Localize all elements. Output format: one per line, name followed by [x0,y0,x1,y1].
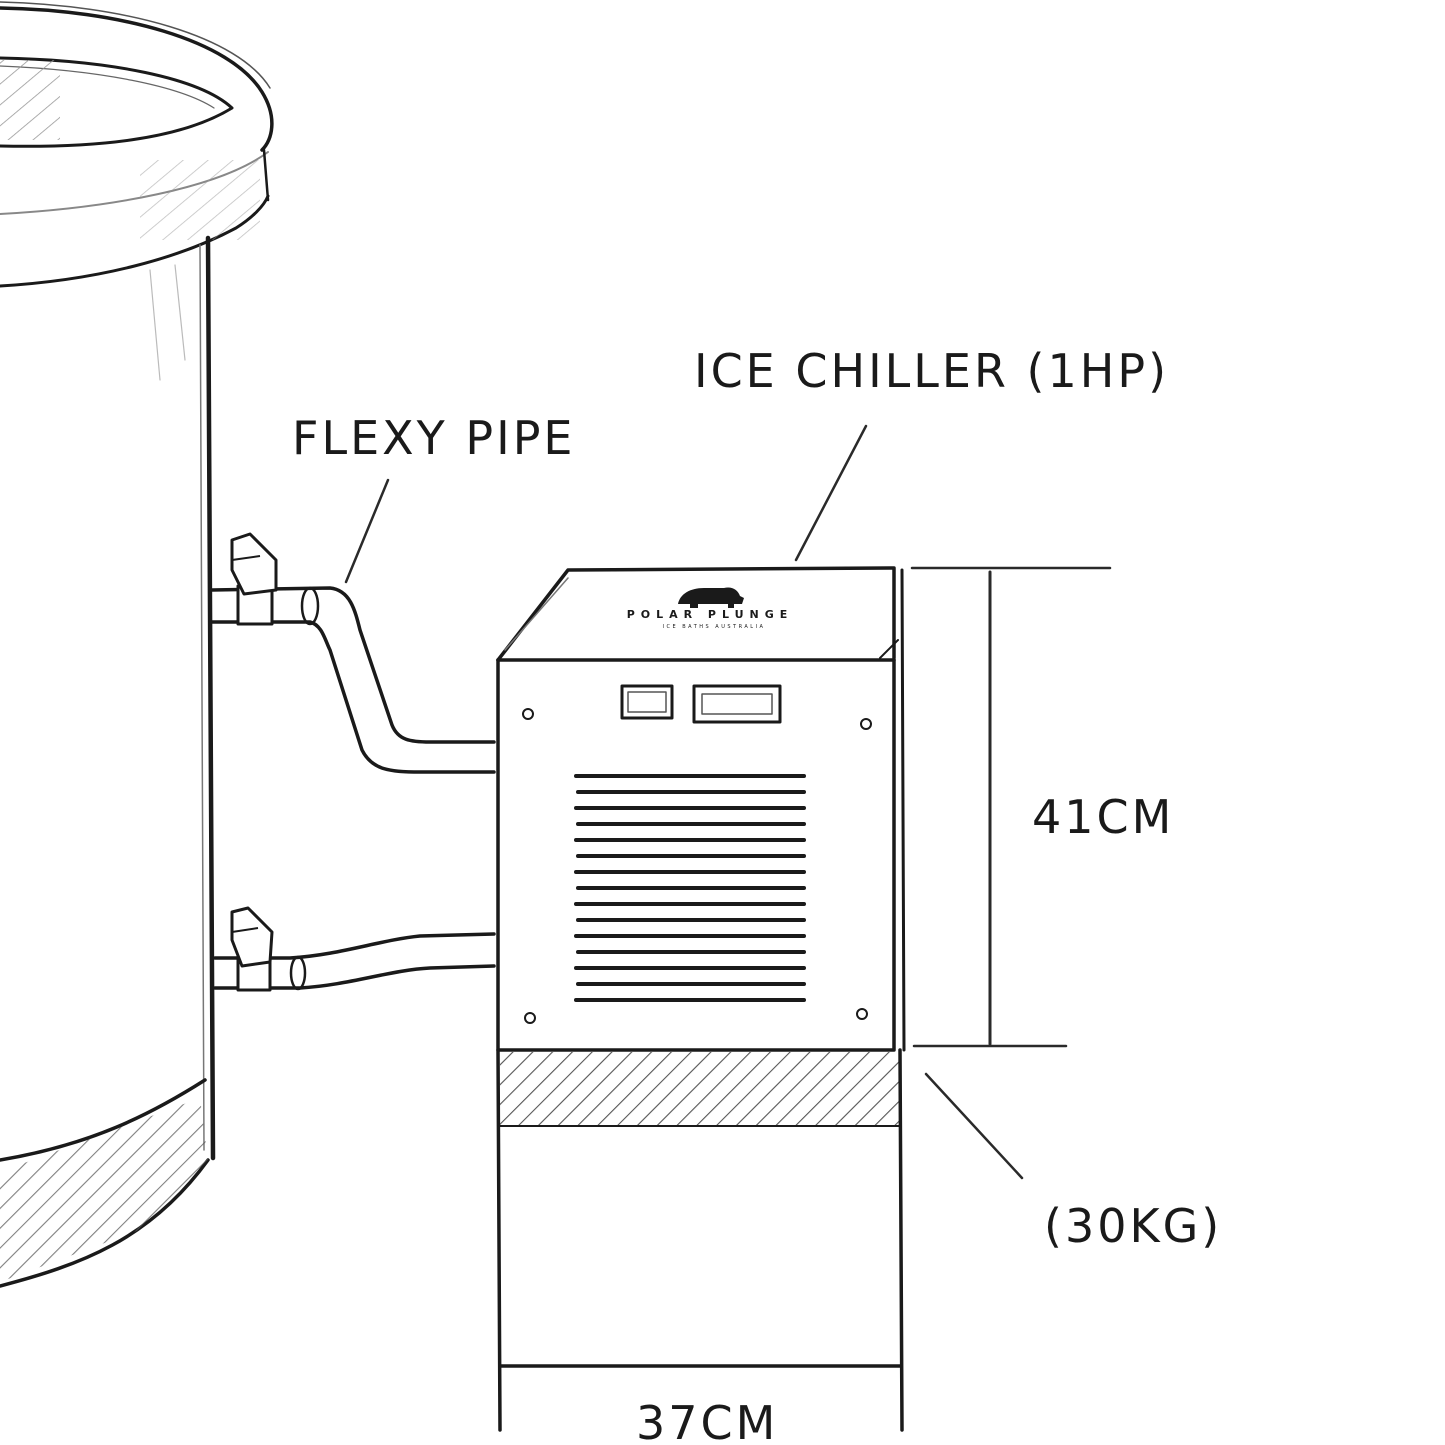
screw-icon [860,718,872,730]
control-display-left [620,684,674,720]
dimension-lines [344,424,1112,1180]
vent-grille [574,774,806,1002]
brand-tagline: ICE BATHS AUSTRALIA [663,624,766,630]
tub-side-wall [205,235,216,1161]
weight-leader-line [924,1072,1024,1180]
pipe-leader-line [344,478,390,584]
screw-icon [856,1008,868,1020]
polar-bear-logo [678,587,744,608]
tub-base [0,1078,207,1162]
valve-upper [230,532,278,626]
tub-rim-outer [0,6,274,152]
control-display-right [692,684,782,724]
chiller-front [496,658,896,1052]
stand-top-hatched [500,1052,900,1126]
valve-lower [230,906,274,992]
chiller-top [496,566,896,662]
ice-chiller [496,566,906,1052]
flexy-pipe-lower [213,932,496,991]
chiller-leader-line [794,424,868,562]
ice-chiller-label: ICE CHILLER (1HP) [694,344,1170,398]
flexy-pipe-label: FLEXY PIPE [292,411,576,465]
tub-rim-inner [0,56,234,148]
flexy-pipe-upper [210,586,496,774]
weight-label: (30KG) [1044,1199,1223,1253]
chiller-stand [496,1048,904,1432]
height-label: 41CM [1032,790,1175,844]
ice-bath-tub [0,1,274,1288]
screw-icon [522,708,534,720]
brand-name: POLAR PLUNGE [627,608,794,621]
width-label: 37CM [636,1396,779,1445]
screw-icon [524,1012,536,1024]
